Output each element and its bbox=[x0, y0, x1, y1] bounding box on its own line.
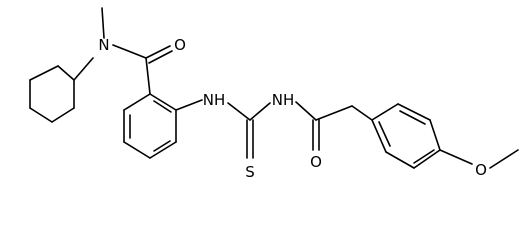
bond bbox=[57, 65, 75, 81]
molecule-diagram: N O NH NH S O O bbox=[29, 7, 519, 181]
bond bbox=[351, 105, 373, 121]
bond bbox=[399, 110, 426, 125]
bond bbox=[397, 103, 431, 121]
bond bbox=[489, 149, 519, 169]
bond-layer bbox=[29, 7, 519, 169]
bond bbox=[149, 141, 177, 159]
bond bbox=[413, 149, 441, 169]
atom-label-amide-nitrogen: N bbox=[98, 36, 109, 54]
bond bbox=[29, 107, 53, 123]
bond bbox=[153, 100, 172, 113]
bond bbox=[249, 102, 271, 121]
atom-label-methoxy-oxygen: O bbox=[475, 161, 487, 179]
bond bbox=[153, 140, 171, 152]
bond bbox=[413, 149, 435, 164]
bond bbox=[371, 103, 399, 121]
atom-label-amide-oxygen: O bbox=[174, 36, 186, 54]
bond bbox=[175, 99, 203, 111]
molecule-svg: N O NH NH S O O bbox=[29, 7, 519, 181]
bond bbox=[227, 102, 251, 121]
bond bbox=[101, 7, 105, 39]
atom-label-acyl-oxygen: O bbox=[310, 153, 322, 171]
atom-label-thione-sulfur: S bbox=[245, 163, 255, 181]
atom-label-thiourea-nh-left: NH bbox=[203, 91, 226, 109]
bond bbox=[429, 119, 441, 151]
atom-label-layer: N O NH NH S O O bbox=[98, 36, 487, 181]
bond bbox=[112, 44, 147, 59]
atom-label-thiourea-nh-right: NH bbox=[272, 91, 295, 109]
bond bbox=[73, 57, 94, 81]
bond bbox=[123, 93, 151, 111]
bond bbox=[29, 65, 59, 81]
bond bbox=[385, 151, 415, 169]
bond bbox=[371, 119, 387, 153]
bond bbox=[315, 105, 353, 121]
bond bbox=[123, 141, 151, 159]
bond bbox=[378, 121, 391, 147]
bond bbox=[145, 45, 171, 59]
bond bbox=[149, 93, 177, 111]
bond bbox=[51, 107, 75, 123]
bond bbox=[439, 149, 473, 165]
bond bbox=[295, 101, 317, 121]
bond bbox=[148, 50, 173, 64]
bond bbox=[145, 57, 151, 95]
